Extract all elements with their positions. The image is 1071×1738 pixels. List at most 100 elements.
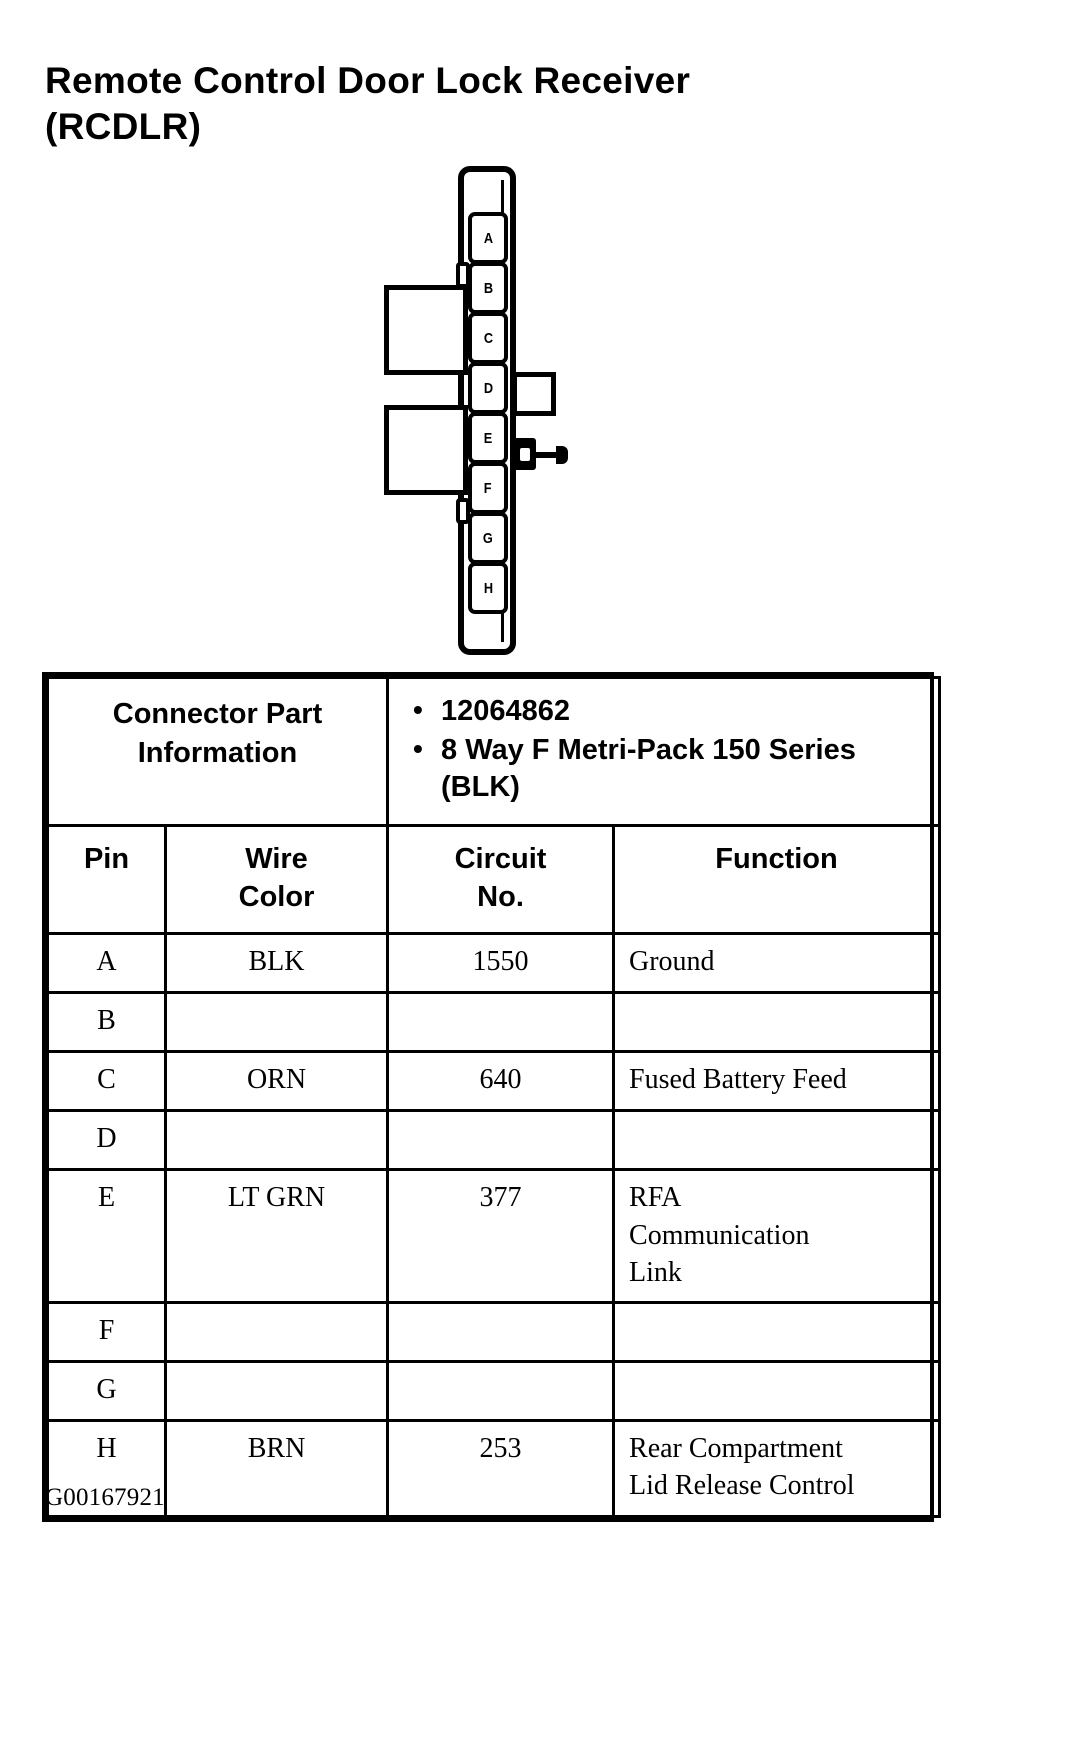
table-row: H BRN 253 Rear Compartment Lid Release C… bbox=[46, 1419, 942, 1518]
function-value bbox=[615, 1363, 938, 1419]
function-value bbox=[615, 1112, 938, 1168]
cell-wire-color: BRN bbox=[163, 1419, 390, 1518]
table-row: A BLK 1550 Ground bbox=[46, 932, 942, 995]
cell-function bbox=[612, 991, 942, 1054]
pin-cavity-label-d: D bbox=[483, 379, 493, 397]
wire-color-value bbox=[167, 1112, 386, 1168]
wire-color-value bbox=[167, 1363, 386, 1419]
pin-cavity-h: H bbox=[468, 562, 508, 614]
connector-latch-stem bbox=[516, 452, 568, 458]
connector-part-information-label: Connector Part Information bbox=[112, 698, 323, 769]
cell-circuit-no bbox=[386, 1301, 616, 1364]
wire-color-value: BLK bbox=[248, 946, 305, 978]
connector-body-block-lower bbox=[384, 405, 468, 495]
wire-color-value: ORN bbox=[246, 1064, 307, 1096]
cell-pin: D bbox=[46, 1109, 167, 1172]
cell-circuit-no bbox=[386, 1109, 616, 1172]
cell-wire-color bbox=[163, 1360, 390, 1423]
cell-wire-color: LT GRN bbox=[163, 1168, 390, 1305]
table-row: F bbox=[46, 1301, 942, 1364]
circuit-no-value: 640 bbox=[479, 1064, 522, 1096]
cell-pin: G bbox=[46, 1360, 167, 1423]
wire-color-value: BRN bbox=[247, 1433, 306, 1465]
pin-value: B bbox=[97, 1005, 116, 1037]
column-header-function: Function bbox=[715, 843, 838, 876]
connector-part-number: 12064862 bbox=[411, 692, 926, 731]
cell-function: Rear Compartment Lid Release Control bbox=[612, 1419, 942, 1518]
function-value: Fused Battery Feed bbox=[629, 1064, 847, 1096]
function-value bbox=[615, 994, 938, 1050]
pin-cavity-g: G bbox=[468, 512, 508, 564]
table-row: B bbox=[46, 991, 942, 1054]
connector-lock-tab-bottom bbox=[456, 498, 470, 524]
pin-cavity-b: B bbox=[468, 262, 508, 314]
column-header-wire-color-cell: Wire Color bbox=[163, 824, 390, 936]
table-row: E LT GRN 377 RFA Communication Link bbox=[46, 1168, 942, 1305]
function-value: RFA Communication Link bbox=[629, 1182, 810, 1288]
function-value: Ground bbox=[629, 946, 715, 978]
pin-value: D bbox=[96, 1123, 117, 1155]
pin-cavity-label-b: B bbox=[483, 279, 493, 297]
wire-color-value bbox=[167, 994, 386, 1050]
cell-pin: F bbox=[46, 1301, 167, 1364]
cell-function: RFA Communication Link bbox=[612, 1168, 942, 1305]
wire-color-value: LT GRN bbox=[227, 1182, 326, 1214]
wire-color-value bbox=[167, 1304, 386, 1360]
cell-pin: A bbox=[46, 932, 167, 995]
circuit-no-value bbox=[389, 1363, 612, 1419]
pin-cavity-label-a: A bbox=[483, 229, 493, 247]
pin-cavity-label-e: E bbox=[483, 429, 493, 447]
pin-cavity-a: A bbox=[468, 212, 508, 264]
connector-part-information-label-cell: Connector Part Information bbox=[45, 675, 390, 828]
table-row: G bbox=[46, 1360, 942, 1423]
pin-cavity-f: F bbox=[468, 462, 508, 514]
circuit-no-value bbox=[389, 1304, 612, 1360]
pin-cavity-label-g: G bbox=[483, 529, 493, 547]
table-header-row: Pin Wire Color Circuit No. Function bbox=[46, 824, 942, 936]
circuit-no-value: 377 bbox=[479, 1182, 522, 1214]
column-header-circuit-no-cell: Circuit No. bbox=[386, 824, 616, 936]
cell-wire-color: BLK bbox=[163, 932, 390, 995]
column-header-circuit-no: Circuit No. bbox=[454, 843, 547, 913]
cell-wire-color bbox=[163, 991, 390, 1054]
circuit-no-value bbox=[389, 994, 612, 1050]
pin-value: G bbox=[96, 1374, 117, 1406]
cell-wire-color: ORN bbox=[163, 1050, 390, 1113]
table-row-connector-part-information: Connector Part Information 12064862 8 Wa… bbox=[45, 675, 942, 828]
connector-keying-tab-right bbox=[512, 372, 556, 416]
cell-function: Ground bbox=[612, 932, 942, 995]
column-header-function-cell: Function bbox=[612, 824, 942, 936]
connector-latch-notch bbox=[520, 448, 530, 461]
pin-cavity-e: E bbox=[468, 412, 508, 464]
page-title: Remote Control Door Lock Receiver (RCDLR… bbox=[45, 60, 691, 147]
connector-spec-table: Connector Part Information 12064862 8 Wa… bbox=[42, 672, 942, 1522]
cell-pin: C bbox=[46, 1050, 167, 1113]
cell-circuit-no: 377 bbox=[386, 1168, 616, 1305]
column-header-pin: Pin bbox=[83, 843, 130, 876]
pin-cavity-label-f: F bbox=[484, 479, 492, 497]
table-row: D bbox=[46, 1109, 942, 1172]
cell-wire-color bbox=[163, 1109, 390, 1172]
cell-circuit-no: 1550 bbox=[386, 932, 616, 995]
connector-diagram: A B C D E F G H bbox=[370, 160, 630, 660]
pin-value: E bbox=[97, 1182, 116, 1214]
cell-function: Fused Battery Feed bbox=[612, 1050, 942, 1113]
column-header-pin-cell: Pin bbox=[46, 824, 167, 936]
connector-latch-cap bbox=[556, 446, 568, 464]
pin-value: A bbox=[96, 946, 117, 978]
pin-cavity-label-h: H bbox=[483, 579, 493, 597]
cell-pin: E bbox=[46, 1168, 167, 1305]
cell-circuit-no: 253 bbox=[386, 1419, 616, 1518]
pin-cavity-label-c: C bbox=[483, 329, 493, 347]
cell-function bbox=[612, 1360, 942, 1423]
cell-circuit-no bbox=[386, 1360, 616, 1423]
circuit-no-value: 1550 bbox=[472, 946, 529, 978]
pin-cavity-c: C bbox=[468, 312, 508, 364]
connector-part-information-list: 12064862 8 Way F Metri-Pack 150 Series (… bbox=[411, 692, 926, 807]
column-header-wire-color: Wire Color bbox=[238, 843, 315, 913]
cell-function bbox=[612, 1301, 942, 1364]
function-value bbox=[615, 1304, 938, 1360]
cell-pin: H bbox=[46, 1419, 167, 1518]
cell-function bbox=[612, 1109, 942, 1172]
figure-reference-code: G00167921 bbox=[45, 1484, 165, 1511]
